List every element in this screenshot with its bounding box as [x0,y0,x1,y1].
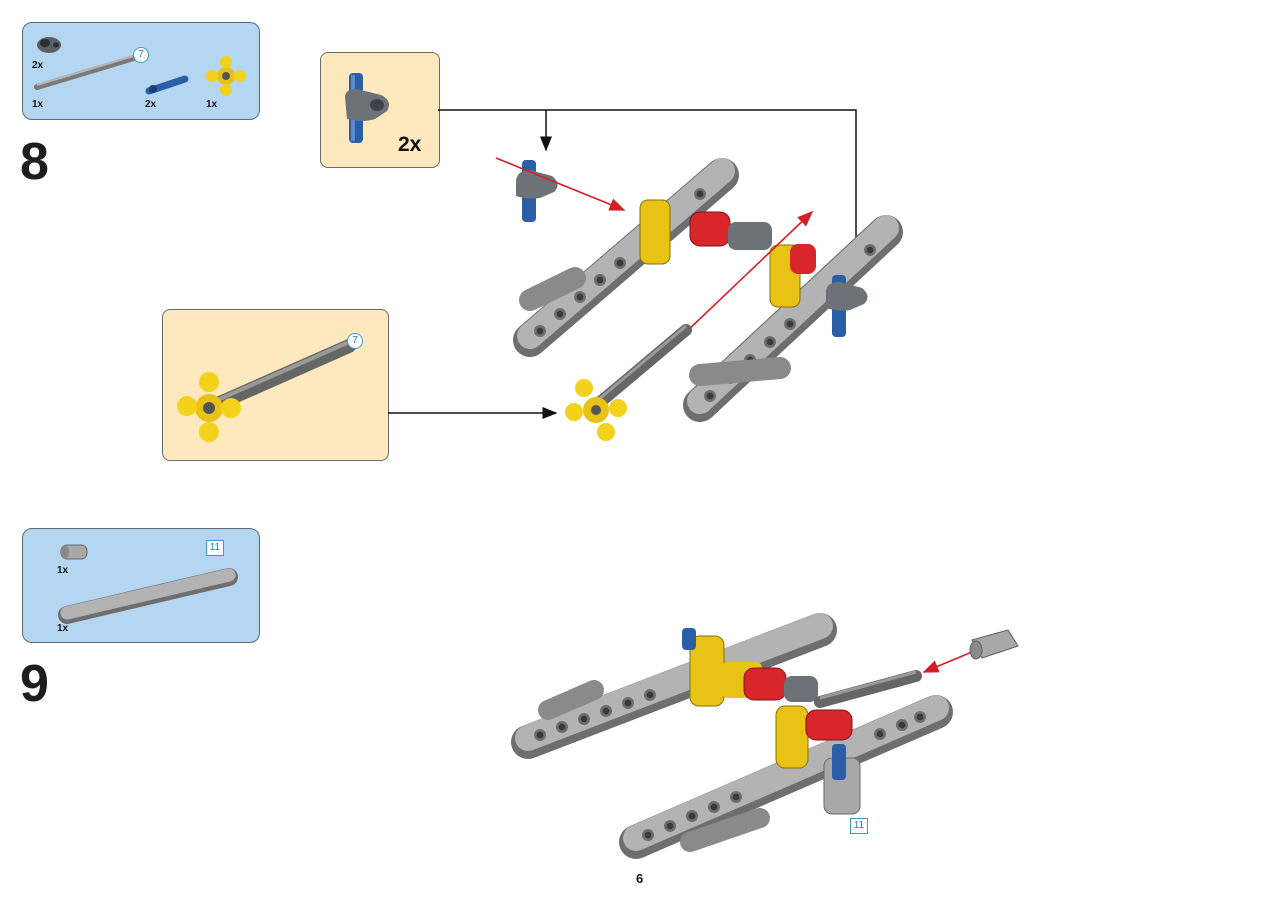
hub-axle-icon [177,339,356,442]
blue-axle-pin-icon [145,75,189,95]
axle-icon [34,54,140,90]
left-beam [513,158,739,357]
floating-pin-left [516,160,558,222]
pin-subassembly-icon [345,73,389,143]
red-arrow-axle [683,210,814,335]
hub-axle-length-badge: 7 [347,333,363,349]
hub-axle-piece [565,324,692,441]
qty-beam: 1x [57,623,69,634]
step-number-9: 9 [20,655,49,713]
bush-piece [969,629,1019,660]
step8-parts-list: 2x 7 1x 2x 1x [22,22,260,120]
qty-axle: 1x [32,99,44,110]
yellow-hub-icon [206,56,246,96]
page-number: 6 [636,871,644,886]
model-beam-length-badge: 11 [850,818,868,834]
callout-connector-line [438,109,862,270]
axle-length-badge: 7 [133,47,149,63]
qty-blue-axle-pin: 2x [145,99,157,110]
callout-hub-axle: 7 [162,309,389,461]
qty-yellow-hub: 1x [206,99,218,110]
floating-pin-right [826,275,868,337]
step-number-8: 8 [20,133,49,191]
qty-pin-connector: 2x [32,60,44,71]
pin-connector-icon [37,37,61,53]
bush-icon [60,544,88,560]
callout-pin-subassembly: 2x [320,52,440,168]
red-arrow-pin [495,157,626,211]
qty-bush: 1x [57,565,69,576]
beam-length-badge: 11 [206,540,224,556]
step9-parts-list: 1x 11 1x [22,528,260,643]
callout-qty-2x: 2x [398,133,422,156]
red-arrow-bush [922,651,973,673]
beam-icon [58,568,238,624]
